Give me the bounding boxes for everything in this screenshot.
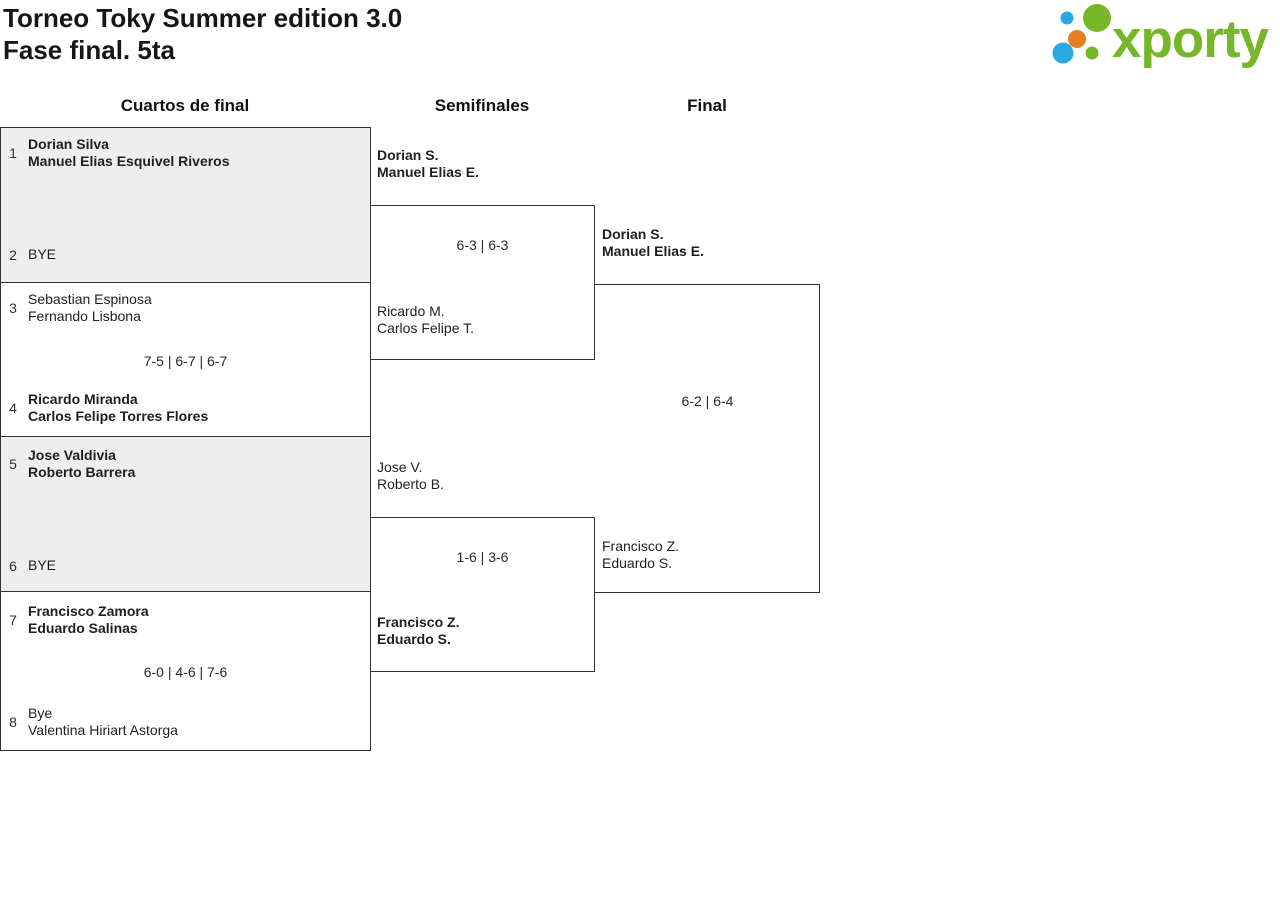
team-slot: 4 Ricardo Miranda Carlos Felipe Torres F…	[1, 391, 364, 425]
phase-name: Fase final. 5ta	[3, 35, 175, 65]
team-names: Sebastian Espinosa Fernando Lisbona	[28, 291, 152, 325]
player-name: Jose Valdivia	[28, 447, 116, 463]
match-score: 7-5 | 6-7 | 6-7	[143, 353, 228, 369]
player-name: Manuel Elias E.	[377, 164, 479, 180]
team-names: Francisco Zamora Eduardo Salinas	[28, 603, 149, 637]
team-names: BYE	[28, 557, 56, 574]
xporty-logo[interactable]: xporty	[1048, 0, 1278, 72]
sf1-team-bottom: Ricardo M. Carlos Felipe T.	[377, 303, 474, 337]
team-names: Dorian Silva Manuel Elias Esquivel River…	[28, 136, 230, 170]
xporty-logo-text: xporty	[1112, 10, 1270, 69]
player-name: Jose V.	[377, 459, 423, 475]
seed-number: 5	[9, 456, 17, 472]
logo-dot-big-green	[1083, 4, 1111, 32]
round-header-semifinals: Semifinales	[434, 96, 530, 115]
page-title: Torneo Toky Summer edition 3.0 Fase fina…	[3, 2, 402, 66]
player-name: Francisco Z.	[602, 538, 680, 554]
sf2-team-top: Jose V. Roberto B.	[377, 459, 444, 493]
player-name: Dorian S.	[602, 226, 664, 242]
team-slot: 3 Sebastian Espinosa Fernando Lisbona	[1, 291, 364, 325]
seed-number: 7	[9, 612, 17, 628]
team-slot: 8 Bye Valentina Hiriart Astorga	[1, 705, 364, 739]
player-name: Eduardo Salinas	[28, 620, 138, 636]
player-name: Valentina Hiriart Astorga	[28, 722, 178, 738]
logo-dot-small-blue	[1060, 11, 1074, 25]
player-name: Dorian S.	[377, 147, 439, 163]
seed-number: 3	[9, 300, 17, 316]
player-name: Carlos Felipe Torres Flores	[28, 408, 209, 424]
logo-dot-big-blue	[1052, 42, 1074, 64]
sf-match-1-box	[370, 205, 595, 360]
sf1-team-top: Dorian S. Manuel Elias E.	[377, 147, 479, 181]
qf-match-4: 7 Francisco Zamora Eduardo Salinas 6-0 |…	[1, 592, 370, 747]
seed-number: 2	[9, 246, 17, 263]
player-name: Sebastian Espinosa	[28, 291, 152, 307]
player-name: BYE	[28, 246, 57, 262]
final-team-top: Dorian S. Manuel Elias E.	[602, 226, 704, 260]
qf-match-3: 5 Jose Valdivia Roberto Barrera 6 BYE	[1, 437, 370, 592]
player-name: Roberto Barrera	[28, 464, 136, 480]
player-name: Eduardo S.	[602, 555, 673, 571]
seed-number: 6	[9, 557, 17, 574]
player-name: Francisco Z.	[377, 614, 460, 630]
sf2-score: 1-6 | 3-6	[456, 549, 509, 565]
player-name: Francisco Zamora	[28, 603, 149, 619]
final-match-box	[595, 284, 820, 593]
team-names: Jose Valdivia Roberto Barrera	[28, 447, 135, 481]
team-slot: 7 Francisco Zamora Eduardo Salinas	[1, 603, 364, 637]
logo-dot-small-green	[1085, 46, 1099, 60]
team-slot: 6 BYE	[1, 557, 364, 574]
team-names: Ricardo Miranda Carlos Felipe Torres Flo…	[28, 391, 208, 425]
team-slot: 1 Dorian Silva Manuel Elias Esquivel Riv…	[1, 136, 364, 170]
player-name: Manuel Elias E.	[602, 243, 704, 259]
sf1-score: 6-3 | 6-3	[456, 237, 509, 253]
player-name: Eduardo S.	[377, 631, 451, 647]
team-slot: 2 BYE	[1, 246, 364, 263]
final-team-bottom: Francisco Z. Eduardo S.	[602, 538, 679, 572]
seed-number: 1	[9, 145, 17, 161]
team-slot: 5 Jose Valdivia Roberto Barrera	[1, 447, 364, 481]
player-name: Roberto B.	[377, 476, 444, 492]
tournament-name: Torneo Toky Summer edition 3.0	[3, 3, 403, 33]
round-header-final: Final	[687, 96, 727, 115]
player-name: BYE	[28, 557, 57, 573]
player-name: Manuel Elias Esquivel Riveros	[28, 153, 230, 169]
match-score: 6-0 | 4-6 | 7-6	[143, 664, 228, 680]
player-name: Ricardo Miranda	[28, 391, 138, 407]
team-names: BYE	[28, 246, 56, 263]
seed-number: 8	[9, 714, 17, 730]
qf-match-2: 3 Sebastian Espinosa Fernando Lisbona 7-…	[1, 283, 370, 437]
xporty-logo-mark: xporty	[1052, 4, 1271, 69]
team-names: Bye Valentina Hiriart Astorga	[28, 705, 178, 739]
round-quarterfinals: 1 Dorian Silva Manuel Elias Esquivel Riv…	[0, 127, 371, 751]
seed-number: 4	[9, 400, 17, 416]
player-name: Bye	[28, 705, 53, 721]
qf-match-1: 1 Dorian Silva Manuel Elias Esquivel Riv…	[1, 128, 370, 283]
final-score: 6-2 | 6-4	[681, 393, 734, 409]
logo-dot-orange	[1068, 30, 1086, 48]
sf2-team-bottom: Francisco Z. Eduardo S.	[377, 614, 459, 648]
player-name: Dorian Silva	[28, 136, 109, 152]
round-header-quarterfinals: Cuartos de final	[120, 96, 250, 115]
player-name: Ricardo M.	[377, 303, 445, 319]
player-name: Carlos Felipe T.	[377, 320, 475, 336]
sf-match-2-box	[370, 517, 595, 672]
player-name: Fernando Lisbona	[28, 308, 141, 324]
